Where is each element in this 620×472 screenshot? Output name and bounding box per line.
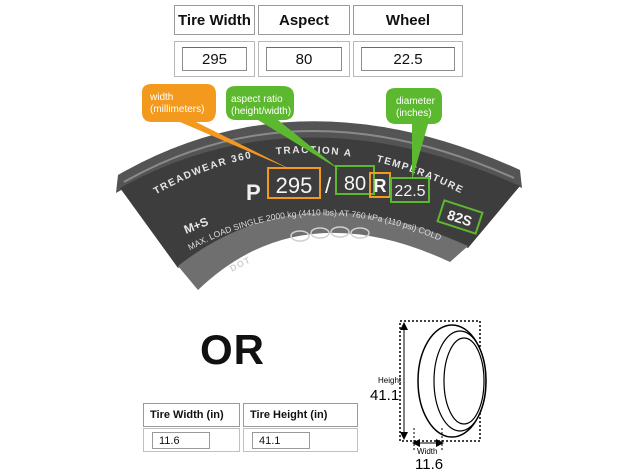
load-speed-highlight-box	[436, 199, 484, 235]
width-callout-sub: (millimeters)	[150, 104, 204, 115]
width-label: Width	[417, 447, 437, 456]
diameter-callout	[386, 88, 442, 180]
tire-ratio-code: 80	[344, 173, 366, 195]
or-separator: OR	[200, 326, 265, 373]
aspect-callout-sub: (height/width)	[231, 106, 291, 117]
tire-dimension-diagram: Height 41.1 Width 11.6	[370, 320, 487, 472]
tire-height-in-input[interactable]	[252, 432, 310, 449]
tire-diameter-code: 22.5	[394, 183, 425, 200]
dot-code-ovals	[290, 226, 370, 242]
height-value: 41.1	[370, 387, 399, 404]
aspect-ratio-input[interactable]	[266, 47, 342, 71]
width-value: 11.6	[415, 456, 443, 472]
tire-type-letter: P	[246, 180, 261, 205]
aspect-callout-title: aspect ratio	[231, 94, 283, 105]
height-label: Height	[378, 376, 402, 385]
tire-width-code: 295	[276, 173, 313, 198]
bead-band	[178, 212, 468, 290]
sidewall	[120, 137, 520, 268]
tire-ring-inner	[433, 330, 487, 432]
diameter-callout-sub: (inches)	[396, 108, 432, 119]
wheel-diameter-input[interactable]	[361, 47, 455, 71]
tire-width-in-cell	[143, 428, 240, 452]
wheel-diameter-cell	[353, 41, 463, 77]
tire-height-in-cell	[243, 428, 358, 452]
diameter-highlight-box	[390, 177, 430, 203]
width-callout	[142, 84, 292, 170]
tire-sidewall-illustration: TREADWEAR 360 TRACTION A TEMPERATURE P 2…	[116, 84, 522, 290]
diameter-callout-title: diameter	[396, 96, 436, 107]
tire-slash: /	[325, 173, 332, 198]
tire-width-in-header: Tire Width (in)	[143, 403, 240, 427]
tire-width-in-input[interactable]	[152, 432, 210, 449]
aspect-ratio-cell	[258, 41, 350, 77]
tire-width-header: Tire Width	[174, 5, 255, 35]
tire-construction-letter: R	[374, 176, 387, 196]
width-callout-title: width	[149, 92, 173, 103]
aspect-highlight-box	[335, 165, 375, 195]
width-highlight-box	[267, 167, 321, 199]
tire-height-in-header: Tire Height (in)	[243, 403, 358, 427]
load-speed-code: 82S	[445, 206, 474, 229]
aspect-callout	[226, 86, 340, 170]
tire-width-input[interactable]	[182, 47, 247, 71]
tire-width-cell	[174, 41, 255, 77]
tire-ring-rim	[443, 337, 485, 425]
